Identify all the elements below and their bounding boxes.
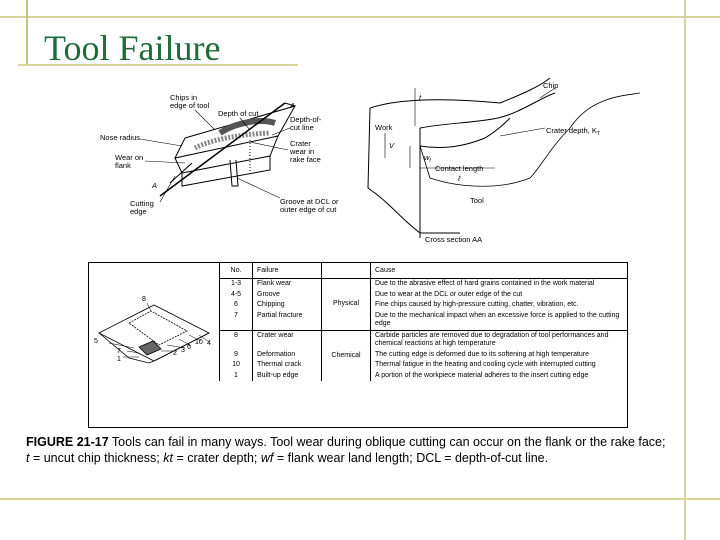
caption-var-kt: kt [163,451,173,465]
caption-text-3: = crater depth; [172,451,261,465]
label-nose-radius: Nose radius [100,133,140,142]
sketch-num-1: 1 [117,356,121,363]
caption-text-1: Tools can fail in many ways. Tool wear d… [108,435,666,449]
label-cross-section: Cross section AA [425,235,482,244]
row-failure: Groove [252,289,322,300]
table-row: 6 Chipping Fine chips caused by high-pre… [219,300,627,311]
label-section-a-top: A [289,101,295,110]
figure-caption: FIGURE 21-17 Tools can fail in many ways… [26,434,666,466]
sketch-num-5: 5 [94,338,98,345]
table-row: 1 Built-up edge A portion of the workpie… [219,370,627,381]
failure-table-figure: 8 5 7 1 2 3 6 10 4 No. Failure Cause 1-3… [88,262,628,428]
label-depth-of-cut: Depth of cut [218,109,259,118]
label-contact-length: Contact length [435,164,483,173]
sketch-num-7: 7 [117,348,121,355]
table-row: 9 Deformation The cutting edge is deform… [219,349,627,360]
label-l: ℓ [457,174,461,183]
row-no: 8 [219,329,253,350]
label-crater-depth: Crater depth, KT [546,126,600,137]
label-tool: Tool [470,196,484,205]
tool-insert-drawing [159,102,297,197]
caption-var-t: t [26,451,30,465]
row-failure: Built-up edge [252,370,322,381]
label-work: Work [375,123,393,132]
row-no: 6 [219,300,253,311]
sketch-num-2: 2 [173,350,177,357]
header-no: No. [219,263,253,279]
row-cause: A portion of the workpiece material adhe… [370,370,627,381]
decor-line-right [684,0,686,540]
group-chemical: Chemical [321,329,371,381]
failure-table: No. Failure Cause 1-3 Flank wear Physica… [219,263,627,381]
insert-sketch: 8 5 7 1 2 3 6 10 4 [94,296,211,364]
label-depth-of-cut-line: Depth-of-cut line [290,115,322,132]
table-row: 7 Partial fracture Due to the mechanical… [219,310,627,330]
row-no: 1 [219,370,253,381]
table-row: 4-5 Groove Due to wear at the DCL or out… [219,289,627,300]
table-row: 1-3 Flank wear Physical Due to the abras… [219,278,627,330]
tool-leader-lines [139,109,291,203]
group-physical: Physical [321,278,371,330]
slide-title: Tool Failure [44,28,221,68]
row-failure: Deformation [252,349,322,360]
cross-section-drawing [367,78,640,238]
label-t: t [419,93,422,102]
row-no: 10 [219,360,253,371]
caption-text-2: = uncut chip thickness; [29,451,164,465]
caption-var-wf: wf [260,451,274,465]
label-wf: wf [424,153,431,164]
header-cause: Cause [370,263,627,279]
sketch-num-10: 10 [195,339,203,346]
row-cause: The cutting edge is deformed due to its … [370,349,627,360]
table-row: 10 Thermal crack Thermal fatigue in the … [219,360,627,371]
label-chip: Chip [543,81,558,90]
header-failure: Failure [252,263,322,279]
row-cause: Due to wear at the DCL or outer edge of … [370,289,627,300]
sketch-num-8: 8 [142,296,146,303]
row-failure: Flank wear [252,278,322,290]
decor-line-bottom [0,498,720,500]
row-no: 4-5 [219,289,253,300]
sketch-num-4: 4 [207,340,211,347]
row-cause: Due to the mechanical impact when an exc… [370,310,627,330]
row-failure: Thermal crack [252,360,322,371]
row-cause: Fine chips caused by high-pressure cutti… [370,300,627,311]
row-cause: Due to the abrasive effect of hard grain… [370,278,627,290]
table-header-row: No. Failure Cause [219,263,627,279]
row-cause: Carbide particles are removed due to deg… [370,329,627,350]
row-failure: Chipping [252,300,322,311]
row-failure: Partial fracture [252,310,322,330]
label-v: V [389,141,395,150]
decor-line-title [18,64,298,66]
row-no: 7 [219,310,253,330]
sketch-num-6: 6 [187,344,191,351]
row-no: 1-3 [219,278,253,290]
sketch-num-3: 3 [181,347,185,354]
header-group [321,263,371,279]
caption-label: FIGURE 21-17 [26,435,109,449]
row-cause: Thermal fatigue in the heating and cooli… [370,360,627,371]
table-row: 8 Crater wear Chemical Carbide particles… [219,329,627,381]
label-section-a-bottom: A [151,181,157,190]
row-no: 9 [219,349,253,360]
caption-text-4: = flank wear land length; DCL = depth-of… [273,451,549,465]
decor-line-top [0,16,720,18]
cross-section-dimensions [384,87,556,169]
decor-line-left [26,0,28,66]
row-failure: Crater wear [252,329,322,350]
